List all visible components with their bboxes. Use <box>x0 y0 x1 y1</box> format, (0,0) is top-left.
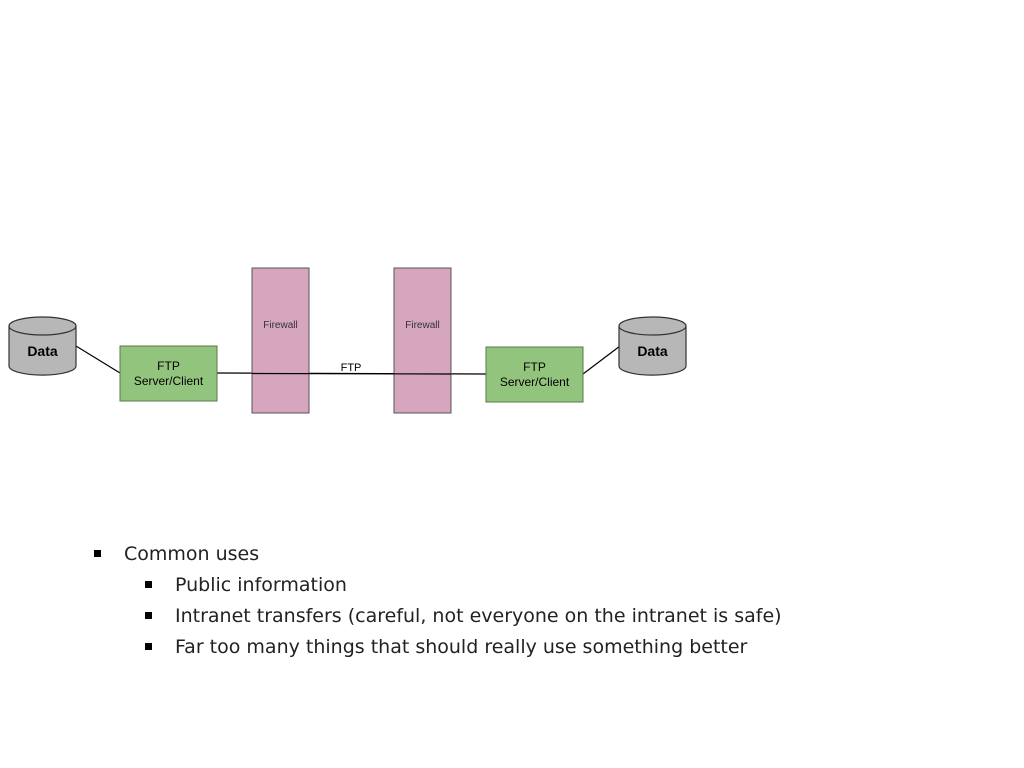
right-db-connector <box>582 345 621 375</box>
right-ftp-node-label-line2: Server/Client <box>500 375 570 389</box>
left-database: Data <box>8 316 77 376</box>
right-database-label: Data <box>637 343 668 359</box>
left-database-label: Data <box>27 343 58 359</box>
ftp-link-label: FTP <box>341 362 362 374</box>
right-ftp-node-label-line1: FTP <box>523 360 546 374</box>
left-ftp-node-label-line1: FTP <box>157 359 180 373</box>
left-firewall-label: Firewall <box>263 320 297 331</box>
right-database: Data <box>618 316 687 376</box>
right-ftp-node: FTP Server/Client <box>485 346 584 403</box>
left-ftp-node-label-line2: Server/Client <box>134 374 204 388</box>
right-firewall: Firewall <box>393 267 452 414</box>
left-firewall: Firewall <box>251 267 310 414</box>
right-firewall-label: Firewall <box>405 320 439 331</box>
left-ftp-node: FTP Server/Client <box>119 345 218 402</box>
left-db-connector <box>75 345 121 374</box>
ftp-link-line-overlay <box>251 372 452 375</box>
